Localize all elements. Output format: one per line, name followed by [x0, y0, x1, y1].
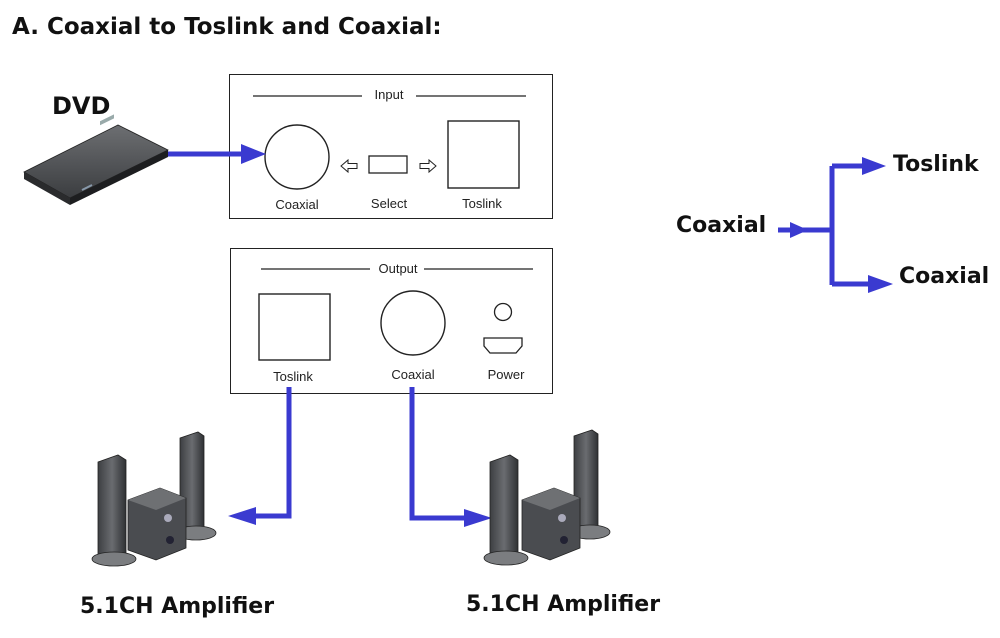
input-panel-header: Input	[368, 87, 410, 102]
output-coaxial-label: Coaxial	[391, 367, 435, 382]
output-toslink-port	[258, 293, 331, 361]
amplifier-label-right: 5.1CH Amplifier	[466, 592, 661, 617]
page-title: A. Coaxial to Toslink and Coaxial:	[12, 14, 442, 40]
input-panel	[229, 74, 553, 219]
toslink-out-cable	[228, 387, 292, 525]
input-coaxial-label: Coaxial	[275, 197, 319, 212]
select-right-arrow-icon	[419, 158, 437, 174]
hdmi-power-port-icon	[483, 337, 523, 354]
input-coaxial-port	[264, 124, 330, 190]
output-coaxial-port	[380, 290, 446, 356]
signal-flow-output-coaxial-label: Coaxial	[899, 264, 990, 289]
power-label: Power	[487, 367, 525, 382]
output-toslink-label: Toslink	[273, 369, 313, 384]
output-panel-header: Output	[372, 261, 424, 276]
input-toslink-port	[447, 120, 520, 189]
coaxial-out-cable	[409, 387, 492, 527]
speaker-system-icon	[91, 431, 217, 567]
dvd-to-input-cable	[168, 144, 266, 164]
power-indicator-icon	[493, 302, 513, 322]
amplifier-label-left: 5.1CH Amplifier	[80, 594, 275, 619]
input-toslink-label: Toslink	[462, 196, 502, 211]
select-label: Select	[370, 196, 408, 211]
speaker-system-icon	[483, 429, 611, 566]
signal-flow-output-toslink-label: Toslink	[893, 152, 979, 177]
signal-flow-input-label: Coaxial	[676, 213, 767, 238]
dvd-player-icon	[23, 114, 169, 205]
signal-flow-tree	[778, 157, 893, 293]
select-button[interactable]	[368, 155, 408, 174]
dvd-label: DVD	[52, 92, 111, 120]
select-left-arrow-icon	[340, 158, 358, 174]
